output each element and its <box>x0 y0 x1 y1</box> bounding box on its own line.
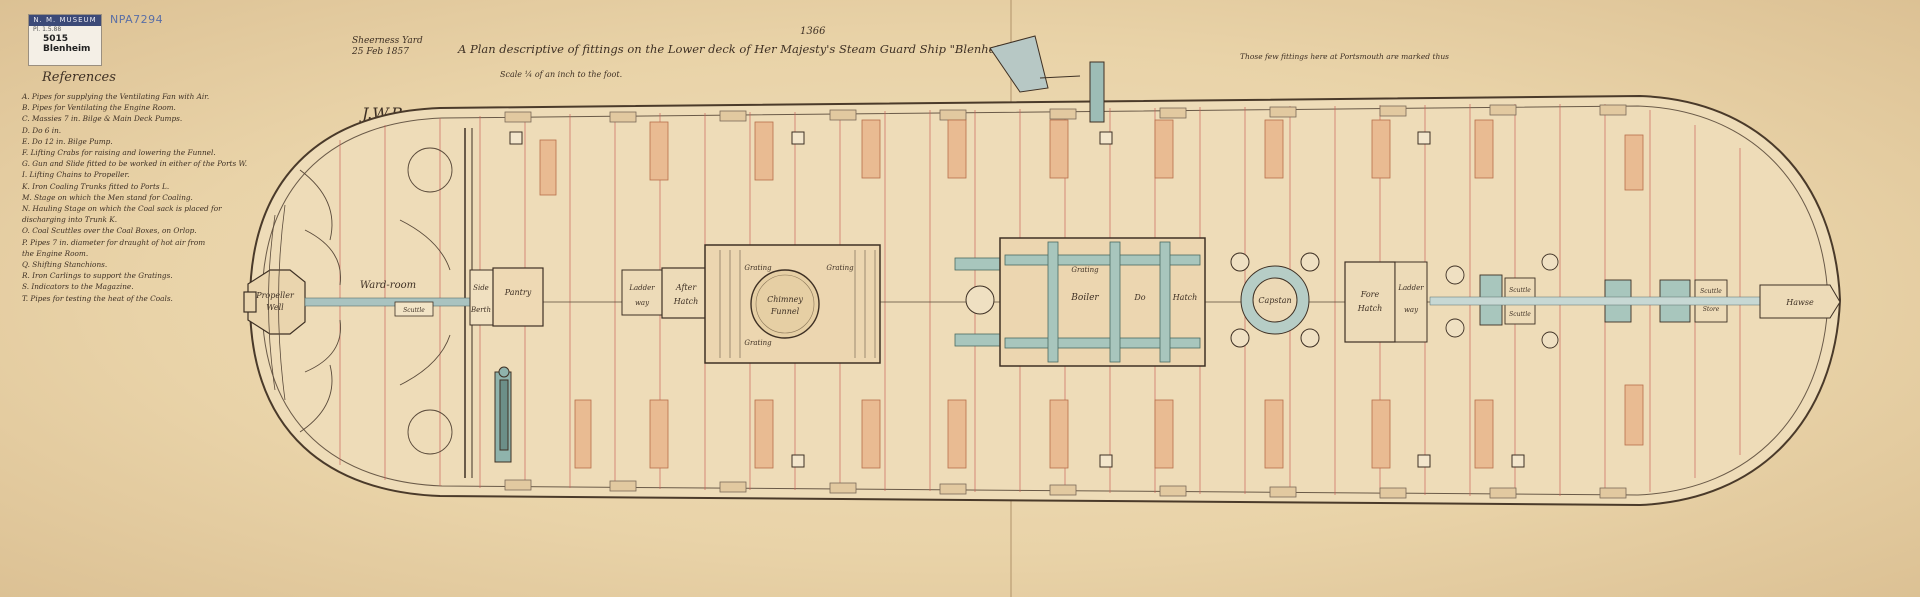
ward-room-label: Ward-room <box>360 280 416 291</box>
museum-label-tag: Pl. 1.5.88 <box>33 26 62 33</box>
scuttle-label-fore-2: Scuttle <box>1509 311 1531 318</box>
hawse-label: Hawse <box>1785 298 1814 307</box>
chimney-funnel <box>750 269 820 339</box>
reference-item: D. Do 6 in. <box>22 125 62 135</box>
reference-item: K. Iron Coaling Trunks fitted to Ports L… <box>22 181 170 191</box>
pantry <box>492 267 544 327</box>
ladder-way-after <box>621 269 663 316</box>
chimney-label-1: Chimney <box>767 295 803 304</box>
reference-item: G. Gun and Slide fitted to be worked in … <box>22 159 248 169</box>
fore-hatch <box>1344 261 1396 343</box>
reference-item: M. Stage on which the Men stand for Coal… <box>22 192 193 202</box>
capstan-label: Capstan <box>1258 296 1291 305</box>
store-scuttle-label-1: Scuttle <box>1700 288 1722 295</box>
propeller-well-label-1: Propeller <box>255 291 295 300</box>
reference-item: the Engine Room. <box>22 248 89 258</box>
scuttle-label: Scuttle <box>403 307 425 314</box>
side-berth <box>469 269 494 326</box>
reference-item: I. Lifting Chains to Propeller. <box>22 170 130 180</box>
capstan <box>1230 252 1320 348</box>
propeller-well <box>243 269 306 335</box>
museum-label-ship: Blenheim <box>43 44 91 54</box>
fore-ladder-label-2: way <box>1404 306 1419 314</box>
chimney-label-2: Funnel <box>770 307 800 316</box>
reference-item: discharging into Trunk K. <box>22 215 118 225</box>
catalogue-stamp: NPA7294 <box>110 13 164 26</box>
sheet-number: 1366 <box>800 26 826 37</box>
side-berth-label-1: Side <box>473 284 489 292</box>
scuttle-label-fore-1: Scuttle <box>1509 287 1531 294</box>
store-scuttle-label-3: Store <box>1703 306 1720 313</box>
after-hatch-label-2: Hatch <box>673 297 699 306</box>
signature-date-line: 25 Feb 1857 <box>352 47 409 57</box>
side-knees <box>504 104 1627 499</box>
reference-item: E. Do 12 in. Bilge Pump. <box>22 136 113 146</box>
fore-hatch-label-2: Hatch <box>1357 304 1383 313</box>
reference-item: T. Pipes for testing the heat of the Coa… <box>22 293 173 303</box>
reference-item: N. Hauling Stage on which the Coal sack … <box>22 204 222 214</box>
museum-label: N. M. MUSEUM Pl. 1.5.88 5015 Blenheim <box>28 14 102 66</box>
reference-item: O. Coal Scuttles over the Coal Boxes, on… <box>22 226 197 236</box>
reference-item: R. Iron Carlings to support the Gratings… <box>22 271 173 281</box>
engine-capstan-after <box>965 285 995 315</box>
boiler-label: Boiler <box>1070 293 1099 303</box>
forward-deck-line <box>1429 296 1761 306</box>
stern-rail <box>268 204 286 401</box>
reference-item: C. Massies 7 in. Bilge & Main Deck Pumps… <box>22 114 183 124</box>
references-title: References <box>42 70 116 85</box>
side-berth-label-2: Berth <box>470 306 491 314</box>
after-hatch-label-1: After <box>675 283 698 292</box>
reference-item: A. Pipes for supplying the Ventilating F… <box>22 92 210 101</box>
plan-scale: Scale ¼ of an inch to the foot. <box>500 70 623 79</box>
ladder-label-1: Ladder <box>628 284 655 292</box>
boiler-ditto: Do <box>1133 293 1145 302</box>
grating-label-boiler: Grating <box>1071 266 1099 274</box>
coal-scuttles <box>509 131 1525 468</box>
wardroom-cabins <box>299 147 453 455</box>
after-hatch <box>661 267 711 319</box>
coaling-stages <box>539 119 1644 469</box>
museum-label-number: 5015 <box>43 34 69 44</box>
pantry-label: Pantry <box>504 288 532 297</box>
reference-item: Q. Shifting Stanchions. <box>22 260 108 270</box>
grating-label-right: Grating <box>826 264 854 272</box>
signature-date: Sheerness Yard 25 Feb 1857 <box>352 36 423 58</box>
funnel-gratings <box>719 250 876 358</box>
grating-label-lower: Grating <box>744 339 772 347</box>
boiler-bands <box>1004 241 1201 363</box>
fore-ladder-label-1: Ladder <box>1397 284 1424 292</box>
scuttle-box <box>394 301 434 317</box>
reference-item: B. Pipes for Ventilating the Engine Room… <box>22 103 176 113</box>
grating-label-upper: Grating <box>744 264 772 272</box>
bow-fitting <box>1759 284 1841 319</box>
reference-item: S. Indicators to the Magazine. <box>22 282 134 292</box>
museum-label-header: N. M. MUSEUM <box>29 15 101 26</box>
reference-item: P. Pipes 7 in. diameter for draught of h… <box>22 237 206 247</box>
plan-title: A Plan descriptive of fittings on the Lo… <box>458 42 1020 56</box>
fore-hatch-label-1: Fore <box>1360 290 1380 299</box>
propeller-well-label-2: Well <box>266 303 284 312</box>
gun-and-slide <box>494 366 512 463</box>
hatch-label-boiler: Hatch <box>1172 293 1198 302</box>
plan-note: Those few fittings here at Portsmouth ar… <box>1240 52 1450 61</box>
ladder-label-2: way <box>635 299 650 307</box>
signature-place: Sheerness Yard <box>352 36 423 46</box>
reference-item: F. Lifting Crabs for raising and lowerin… <box>22 148 216 158</box>
references-list: References A. Pipes for supplying the Ve… <box>22 70 332 304</box>
lifting-crab <box>989 35 1105 123</box>
ladder-way-fore <box>1394 261 1428 343</box>
